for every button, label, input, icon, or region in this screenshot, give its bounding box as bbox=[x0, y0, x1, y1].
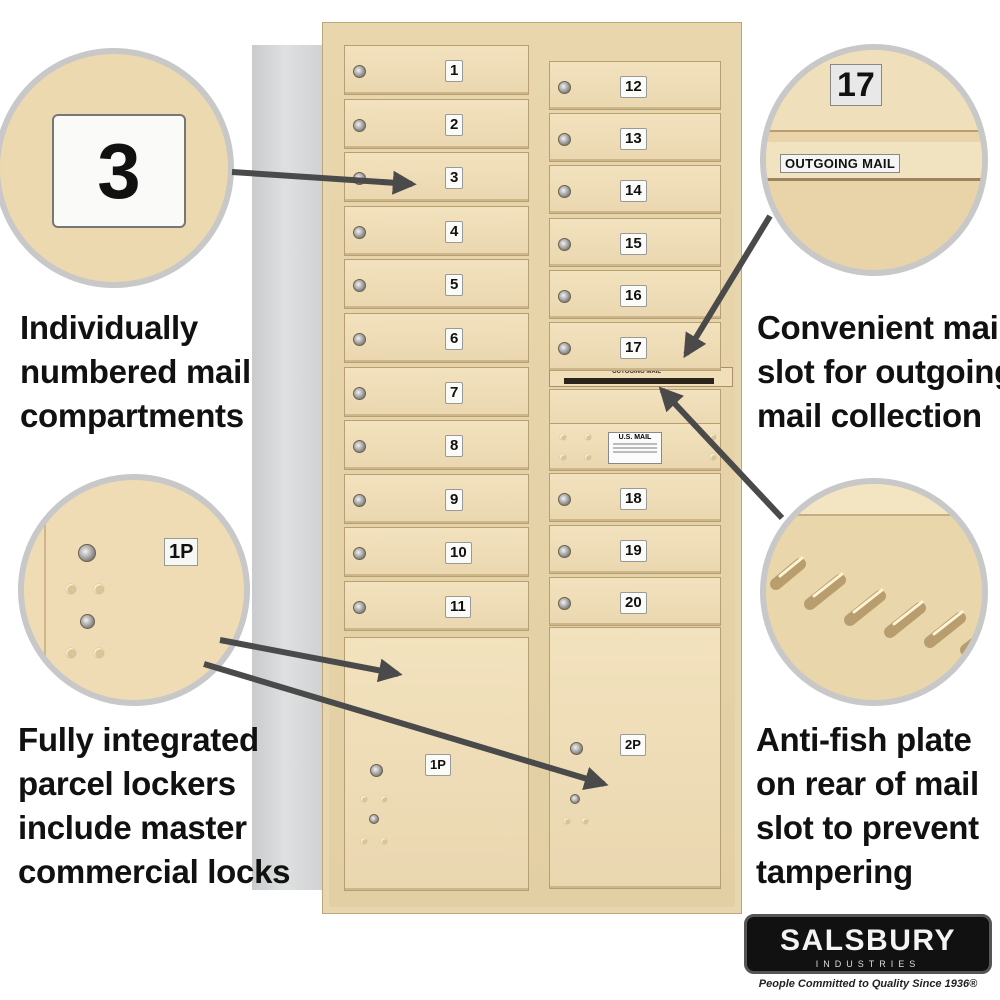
mail-door-12[interactable]: 12 bbox=[549, 61, 721, 110]
usmail-plate-title: U.S. MAIL bbox=[618, 434, 652, 441]
door-number: 19 bbox=[620, 540, 647, 562]
arrow-to-parcel-1p bbox=[219, 637, 403, 683]
outgoing-mail-slot[interactable]: OUTGOING MAIL bbox=[549, 367, 733, 387]
mail-door-14[interactable]: 14 bbox=[549, 165, 721, 215]
door-number: 17 bbox=[620, 337, 647, 359]
lock-icon[interactable] bbox=[353, 65, 366, 78]
door-number: 12 bbox=[620, 76, 647, 98]
door-number: 15 bbox=[620, 232, 647, 255]
mail-door-10[interactable]: 10 bbox=[344, 527, 529, 578]
zoom-anti-fish-plate bbox=[760, 478, 988, 706]
lock-icon[interactable] bbox=[353, 279, 366, 293]
arrow-to-outgoing-slot bbox=[683, 214, 773, 359]
door-number: 11 bbox=[445, 596, 471, 618]
number-plate-text: 3 bbox=[97, 127, 141, 215]
door-number: 14 bbox=[620, 180, 647, 203]
mail-door-19[interactable]: 19 bbox=[549, 525, 721, 574]
mail-door-13[interactable]: 13 bbox=[549, 113, 721, 163]
mail-door-20[interactable]: 20 bbox=[549, 577, 721, 626]
mail-door-16[interactable]: 16 bbox=[549, 269, 721, 319]
zoom-slot-rail: OUTGOING MAIL bbox=[766, 142, 982, 181]
parcel-label-2p: 2P bbox=[620, 734, 646, 756]
door-number: 4 bbox=[445, 220, 464, 243]
lock-icon[interactable] bbox=[353, 386, 366, 400]
outgoing-slot-label: OUTGOING MAIL bbox=[612, 369, 661, 375]
lock-icon[interactable] bbox=[558, 493, 571, 506]
parcel-label-1p: 1P bbox=[425, 754, 451, 776]
door-number: 2 bbox=[445, 113, 464, 136]
lock-icon[interactable] bbox=[558, 237, 571, 251]
lock-icon[interactable] bbox=[353, 225, 366, 239]
lock-icon[interactable] bbox=[558, 81, 571, 94]
usmail-plate: U.S. MAIL bbox=[608, 432, 662, 464]
door-number: 8 bbox=[445, 435, 464, 458]
arrow-to-anti-fish-plate bbox=[658, 386, 785, 521]
lock-icon[interactable] bbox=[558, 597, 571, 610]
door-number: 9 bbox=[445, 488, 464, 511]
number-plate: 3 bbox=[52, 114, 186, 228]
mail-door-7[interactable]: 7 bbox=[344, 366, 529, 417]
lock-icon[interactable] bbox=[558, 342, 571, 355]
lock-icon[interactable] bbox=[353, 493, 366, 507]
mail-door-2[interactable]: 2 bbox=[344, 98, 529, 149]
lock-icon[interactable] bbox=[353, 601, 366, 614]
lock-icon[interactable] bbox=[353, 547, 366, 561]
cabinet-side-panel bbox=[252, 45, 327, 890]
lock-icon[interactable] bbox=[353, 333, 366, 346]
logo-tagline: People Committed to Quality Since 1936® bbox=[758, 978, 978, 990]
door-number: 20 bbox=[620, 592, 647, 614]
caption-outgoing-slot: Convenient mail slot for outgoing mail c… bbox=[757, 309, 1000, 434]
caption-numbered-compartments: Individually numbered mail compartments bbox=[20, 309, 251, 434]
anti-fish-slots bbox=[770, 556, 982, 656]
mail-door-11[interactable]: 11 bbox=[344, 581, 529, 631]
mail-door-6[interactable]: 6 bbox=[344, 313, 529, 363]
door-number: 5 bbox=[445, 274, 464, 297]
mail-door-15[interactable]: 15 bbox=[549, 217, 721, 267]
door-number: 7 bbox=[445, 381, 464, 404]
mail-door-9[interactable]: 9 bbox=[344, 473, 529, 524]
door-number: 13 bbox=[620, 128, 647, 151]
mail-door-5[interactable]: 5 bbox=[344, 259, 529, 310]
arrow-to-door-3 bbox=[231, 169, 417, 195]
door-number: 1 bbox=[445, 60, 464, 82]
door-number: 10 bbox=[445, 542, 472, 565]
lock-icon[interactable] bbox=[558, 133, 571, 147]
logo-subtitle: INDUSTRIES bbox=[815, 959, 921, 969]
lock-icon[interactable] bbox=[353, 118, 366, 132]
zoom-number-plate: 3 bbox=[0, 48, 234, 288]
mail-door-4[interactable]: 4 bbox=[344, 205, 529, 256]
logo-name: SALSBURY bbox=[780, 924, 956, 957]
caption-anti-fish-plate: Anti-fish plate on rear of mail slot to … bbox=[756, 721, 979, 890]
mail-door-1[interactable]: 1 bbox=[344, 45, 529, 95]
parcel-locker-2p[interactable]: 2P bbox=[549, 627, 721, 889]
zoom-slot-label: OUTGOING MAIL bbox=[780, 154, 901, 173]
zoom-outgoing-slot: 17 OUTGOING MAIL bbox=[760, 44, 988, 276]
zoom-number-17: 17 bbox=[830, 64, 882, 106]
lock-icon[interactable] bbox=[353, 440, 366, 454]
door-number: 3 bbox=[445, 167, 464, 190]
mail-door-18[interactable]: 18 bbox=[549, 473, 721, 522]
caption-parcel-lockers: Fully integrated parcel lockers include … bbox=[18, 721, 291, 890]
door-number: 18 bbox=[620, 488, 647, 510]
usmail-door: U.S. MAIL bbox=[549, 423, 721, 471]
parcel-locker-1p[interactable]: 1P bbox=[344, 637, 529, 891]
arrow-to-parcel-2p bbox=[203, 661, 609, 790]
lock-icon[interactable] bbox=[558, 289, 571, 303]
salsbury-logo: SALSBURY INDUSTRIES bbox=[744, 914, 992, 974]
door-number: 6 bbox=[445, 328, 464, 350]
lock-icon[interactable] bbox=[558, 545, 571, 558]
mail-door-8[interactable]: 8 bbox=[344, 420, 529, 471]
door-number: 16 bbox=[620, 284, 647, 307]
lock-icon[interactable] bbox=[558, 185, 571, 199]
zoom-parcel-label: 1P bbox=[164, 538, 199, 566]
